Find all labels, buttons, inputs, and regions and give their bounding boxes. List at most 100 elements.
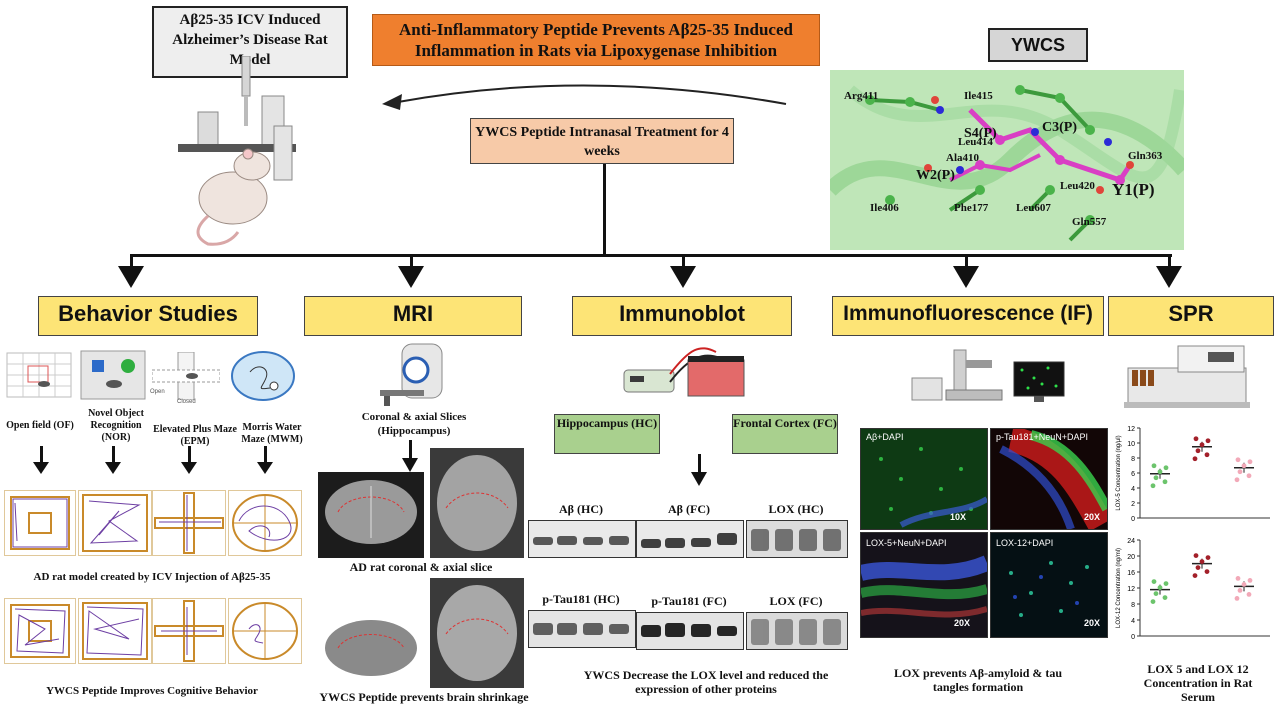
data-point xyxy=(1153,591,1159,596)
data-point xyxy=(1204,452,1210,458)
data-point xyxy=(1193,553,1199,558)
epm-icon xyxy=(152,352,220,400)
y-tick-label: 4 xyxy=(1131,486,1135,493)
y-tick-label: 12 xyxy=(1127,426,1135,433)
test-label: Elevated Plus Maze (EPM) xyxy=(153,424,237,447)
if-label: p-Tau181+NeuN+DAPI xyxy=(996,432,1089,442)
model-box-text: Aβ25-35 ICV Induced Alzheimer’s Disease … xyxy=(172,12,328,68)
docking-image: Arg411 Ile415 S4(P) Leu414 C3(P) Ala410 … xyxy=(830,70,1184,250)
data-point xyxy=(1163,465,1169,471)
residue-label: Ile406 xyxy=(870,202,899,214)
region-hc-label: Hippocampus (HC) xyxy=(556,416,658,430)
blot-label: LOX (FC) xyxy=(769,594,823,608)
y-axis-label: LOX-12 Concentration (ng/ml) xyxy=(1116,548,1122,628)
blot-label: Aβ (HC) xyxy=(559,502,603,516)
arrow-stem xyxy=(698,454,701,474)
mri-coronal-ywcs xyxy=(318,614,424,686)
data-point xyxy=(1235,576,1241,581)
test-label: Open field (OF) xyxy=(6,420,74,431)
residue-label: Leu607 xyxy=(1016,202,1051,214)
mri-coronal-ad xyxy=(318,472,424,558)
open-field-icon xyxy=(6,352,72,398)
residue-label: S4(P) xyxy=(964,126,997,141)
track-of-ywcs xyxy=(4,598,76,664)
mri-axial-ywcs xyxy=(430,578,524,688)
data-point xyxy=(1234,596,1240,601)
data-point xyxy=(1153,475,1159,481)
if-caption: LOX prevents Aβ-amyloid & tau tangles fo… xyxy=(893,666,1063,694)
data-point xyxy=(1247,578,1253,583)
data-point xyxy=(1204,569,1210,574)
title-banner: Anti-Inflammatory Peptide Prevents Aβ25-… xyxy=(372,14,820,66)
arrow-down-icon xyxy=(181,462,197,474)
rat-stereotaxic-illustration xyxy=(178,56,296,246)
arrow-down-icon xyxy=(691,472,707,486)
track-of-ad xyxy=(4,490,76,556)
section-header-behavior: Behavior Studies xyxy=(38,296,258,336)
residue-label: Y1(P) xyxy=(1112,180,1155,199)
arrow-stem xyxy=(188,446,191,464)
y-tick-label: 0 xyxy=(1131,516,1135,523)
arrow-down-icon xyxy=(1156,266,1182,288)
residue-label: Gln363 xyxy=(1128,150,1163,162)
arrow-down-icon xyxy=(105,462,121,474)
connector-horizontal xyxy=(132,254,1172,257)
behavior-caption-ywcs: YWCS Peptide Improves Cognitive Behavior xyxy=(46,685,258,697)
if-magnification: 10X xyxy=(950,512,967,522)
arrow-down-icon xyxy=(257,462,273,474)
if-panel-ptau xyxy=(990,428,1108,530)
section-label: Behavior Studies xyxy=(58,301,238,326)
y-tick-label: 12 xyxy=(1127,586,1135,593)
if-panel-lox5 xyxy=(860,532,988,638)
track-mwm-ad xyxy=(228,490,302,556)
docking-molecule-drawing xyxy=(830,85,1184,242)
blot-label: p-Tau181 (HC) xyxy=(542,592,620,606)
curved-arrow xyxy=(382,84,787,110)
y-tick-label: 16 xyxy=(1127,570,1135,577)
blot-label: Aβ (FC) xyxy=(668,502,710,516)
region-fc: Frontal Cortex (FC) xyxy=(732,414,838,454)
data-point xyxy=(1157,585,1163,590)
mri-scanner-illustration xyxy=(380,343,443,406)
behavior-caption-ad: AD rat model created by ICV Injection of… xyxy=(33,571,271,583)
blot-ptau-fc xyxy=(636,612,744,650)
data-point xyxy=(1150,483,1156,489)
section-header-immunoblot: Immunoblot xyxy=(572,296,792,336)
mri-axial-ad xyxy=(430,448,524,558)
residue-label: Leu414 xyxy=(958,136,993,148)
track-epm-ywcs xyxy=(152,598,226,664)
residue-label: Gln557 xyxy=(1072,216,1107,228)
if-panel-ab-dapi xyxy=(860,428,988,530)
nor-icon xyxy=(80,350,146,400)
blot-label: p-Tau181 (FC) xyxy=(651,594,727,608)
y-tick-label: 10 xyxy=(1127,441,1135,448)
data-point xyxy=(1241,582,1247,587)
data-point xyxy=(1246,473,1252,479)
mri-caption-ad: AD rat coronal & axial slice xyxy=(349,560,493,574)
immunoblot-caption: YWCS Decrease the LOX level and reduced … xyxy=(583,668,829,696)
microscope-illustration xyxy=(911,349,1065,402)
data-point xyxy=(1150,599,1156,604)
section-label: MRI xyxy=(392,301,434,326)
data-point xyxy=(1151,579,1157,584)
data-point xyxy=(1241,463,1247,469)
residue-label: Ala410 xyxy=(946,152,979,164)
if-magnification: 20X xyxy=(954,618,971,628)
arrow-down-icon xyxy=(670,266,696,288)
title-text: Anti-Inflammatory Peptide Prevents Aβ25-… xyxy=(399,20,793,60)
blot-lox-hc xyxy=(746,520,848,558)
arrow-down-icon xyxy=(33,462,49,474)
data-point xyxy=(1205,555,1211,560)
data-point xyxy=(1151,463,1157,469)
section-header-if: Immunofluorescence (IF) xyxy=(832,296,1104,336)
data-point xyxy=(1199,559,1205,564)
track-nor-ywcs xyxy=(78,598,152,664)
arrow-stem xyxy=(264,446,267,464)
y-tick-label: 6 xyxy=(1131,471,1135,478)
if-magnification: 20X xyxy=(1084,618,1101,628)
if-label: LOX-5+NeuN+DAPI xyxy=(866,538,947,548)
if-panel-lox12 xyxy=(990,532,1108,638)
residue-label: Phe177 xyxy=(954,202,989,214)
data-point xyxy=(1235,457,1241,463)
connector-drop xyxy=(410,254,413,266)
